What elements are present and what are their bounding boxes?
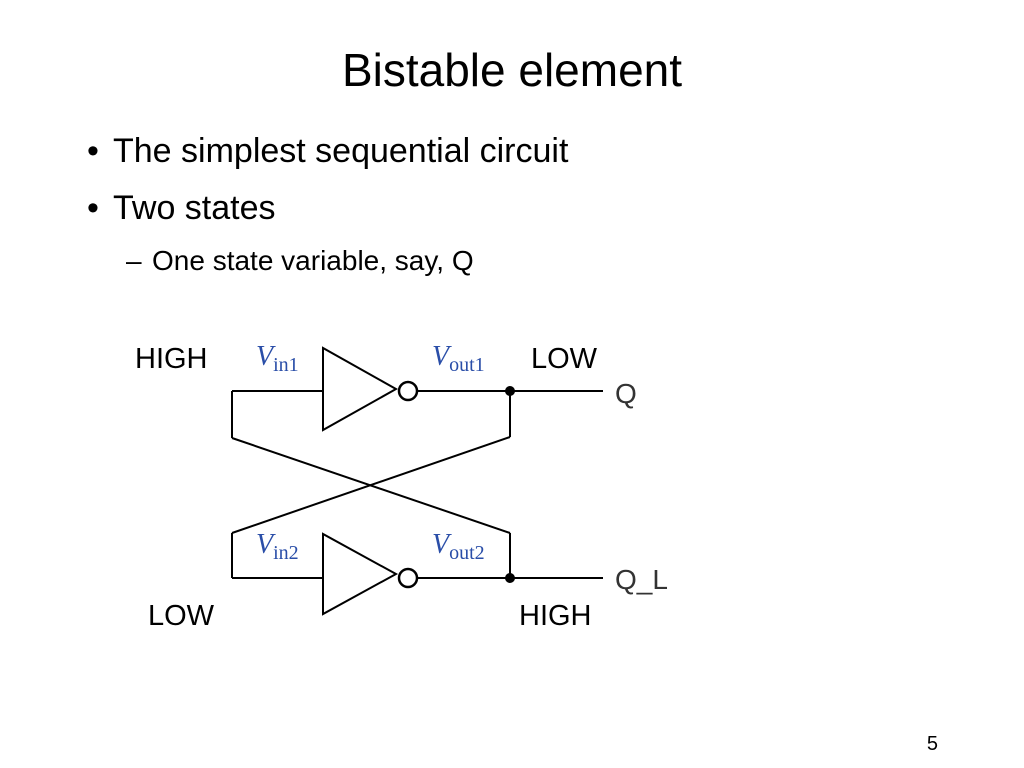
page-number: 5 <box>926 733 938 755</box>
vin1-label: Vin1 <box>256 341 299 376</box>
wire-cross-2 <box>231 436 511 534</box>
inverter-1-bubble <box>397 380 419 402</box>
level-label-out2: HIGH <box>519 600 592 632</box>
junction-dot-ql <box>505 573 515 583</box>
vout2-label: Vout2 <box>432 529 485 564</box>
bullet-item: • The simplest sequential circuit <box>87 131 568 171</box>
bullet-text: The simplest sequential circuit <box>113 132 569 170</box>
sub-bullet-mark: – <box>126 245 142 276</box>
inverter-2-bubble <box>397 567 419 589</box>
vin2-label: Vin2 <box>256 529 299 564</box>
level-label-out1: LOW <box>531 343 598 375</box>
bullet-mark: • <box>87 132 99 170</box>
level-label-in2: LOW <box>148 600 215 632</box>
inverter-1-triangle <box>322 346 399 432</box>
bullet-text: Two states <box>113 189 276 227</box>
bullet-item: • Two states <box>87 188 276 228</box>
q-output-label: Q <box>615 378 637 409</box>
vout1-label: Vout1 <box>432 341 485 376</box>
slide-title: Bistable element <box>341 44 683 96</box>
bullet-mark: • <box>87 189 99 227</box>
junction-dot-q <box>505 386 515 396</box>
q-l-output-label: Q_L <box>615 564 668 595</box>
level-label-in1: HIGH <box>135 343 208 375</box>
sub-bullet-text: One state variable, say, Q <box>152 245 474 276</box>
sub-bullet-item: –One state variable, say, Q <box>126 244 474 278</box>
bullet-list: • The simplest sequential circuit • Two st… <box>0 0 1024 300</box>
inverter-2-triangle <box>322 532 399 616</box>
